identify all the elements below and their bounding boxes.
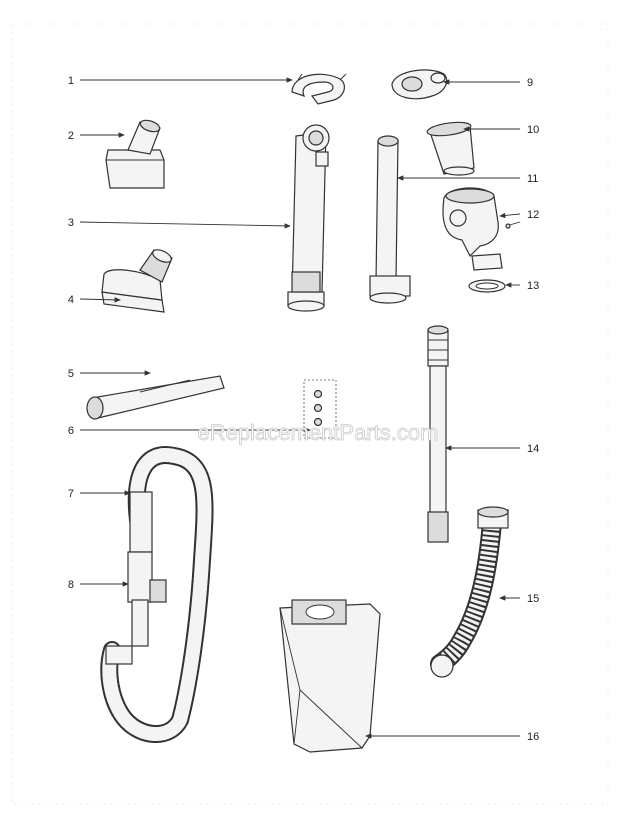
callout-10: 10 (527, 124, 539, 136)
part-dust-bag (279, 599, 381, 753)
part-swivel-neck (391, 69, 448, 100)
callout-7: 7 (68, 488, 74, 500)
callout-2: 2 (68, 130, 74, 142)
part-upholstery-nozzle (105, 119, 165, 189)
part-hose-clip (291, 73, 347, 105)
part-extension-tube (369, 135, 411, 304)
part-elbow-assembly (442, 187, 521, 258)
callout-14: 14 (527, 443, 539, 455)
callout-1: 1 (68, 75, 74, 87)
part-floor-brush (101, 249, 173, 313)
part-flex-hose (430, 506, 509, 678)
callout-11: 11 (527, 173, 538, 185)
watermark-text: eReplacementParts.com (198, 420, 439, 445)
callout-3: 3 (68, 217, 74, 229)
part-crevice-tool (86, 375, 225, 420)
part-filter-cup (426, 121, 475, 176)
part-seal-ring (468, 253, 506, 293)
callout-numbers: 1 2 3 4 5 6 7 8 9 10 11 12 13 14 15 16 (68, 75, 539, 743)
part-screws (303, 379, 337, 439)
callout-5: 5 (68, 368, 74, 380)
callout-12: 12 (527, 209, 539, 221)
diagram-border (11, 23, 609, 805)
callout-13: 13 (527, 280, 539, 292)
callout-15: 15 (527, 593, 539, 605)
callout-9: 9 (527, 77, 533, 89)
leader-lines (79, 77, 521, 739)
callout-4: 4 (68, 294, 74, 306)
part-long-wand (427, 325, 449, 543)
part-long-hose (100, 446, 214, 743)
callout-16: 16 (527, 731, 539, 743)
callout-6: 6 (68, 425, 74, 437)
part-wand-handle (287, 124, 330, 312)
callout-8: 8 (68, 579, 74, 591)
